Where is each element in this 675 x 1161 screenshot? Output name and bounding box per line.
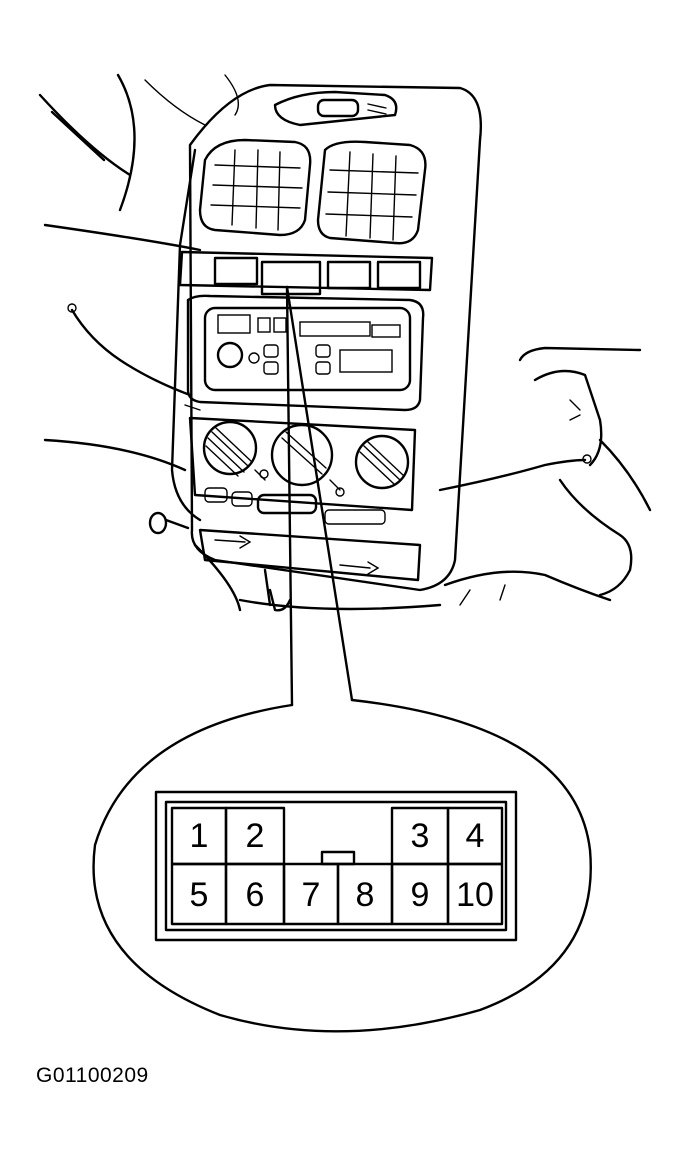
pin-label-1: 1: [190, 817, 209, 855]
pin-label-9: 9: [411, 876, 430, 914]
pin-cell-10: [446, 862, 504, 926]
callout-pointer: [285, 285, 354, 707]
pin-label-8: 8: [356, 876, 375, 914]
connector-lock-tab: [320, 850, 356, 866]
connector-face: 1 2 3 4 5 6 7 8 9 10: [154, 790, 518, 942]
pin-label-7: 7: [302, 876, 321, 914]
pin-label-6: 6: [246, 876, 265, 914]
dashboard-center-console-illustration: [38, 73, 652, 612]
pin-label-10: 10: [456, 876, 494, 914]
pin-label-4: 4: [466, 817, 485, 855]
figure-id-label: G01100209: [36, 1064, 149, 1087]
pin-label-5: 5: [190, 876, 209, 914]
pin-label-3: 3: [411, 817, 430, 855]
callout-balloon: [92, 698, 592, 1033]
pin-label-2: 2: [246, 817, 265, 855]
